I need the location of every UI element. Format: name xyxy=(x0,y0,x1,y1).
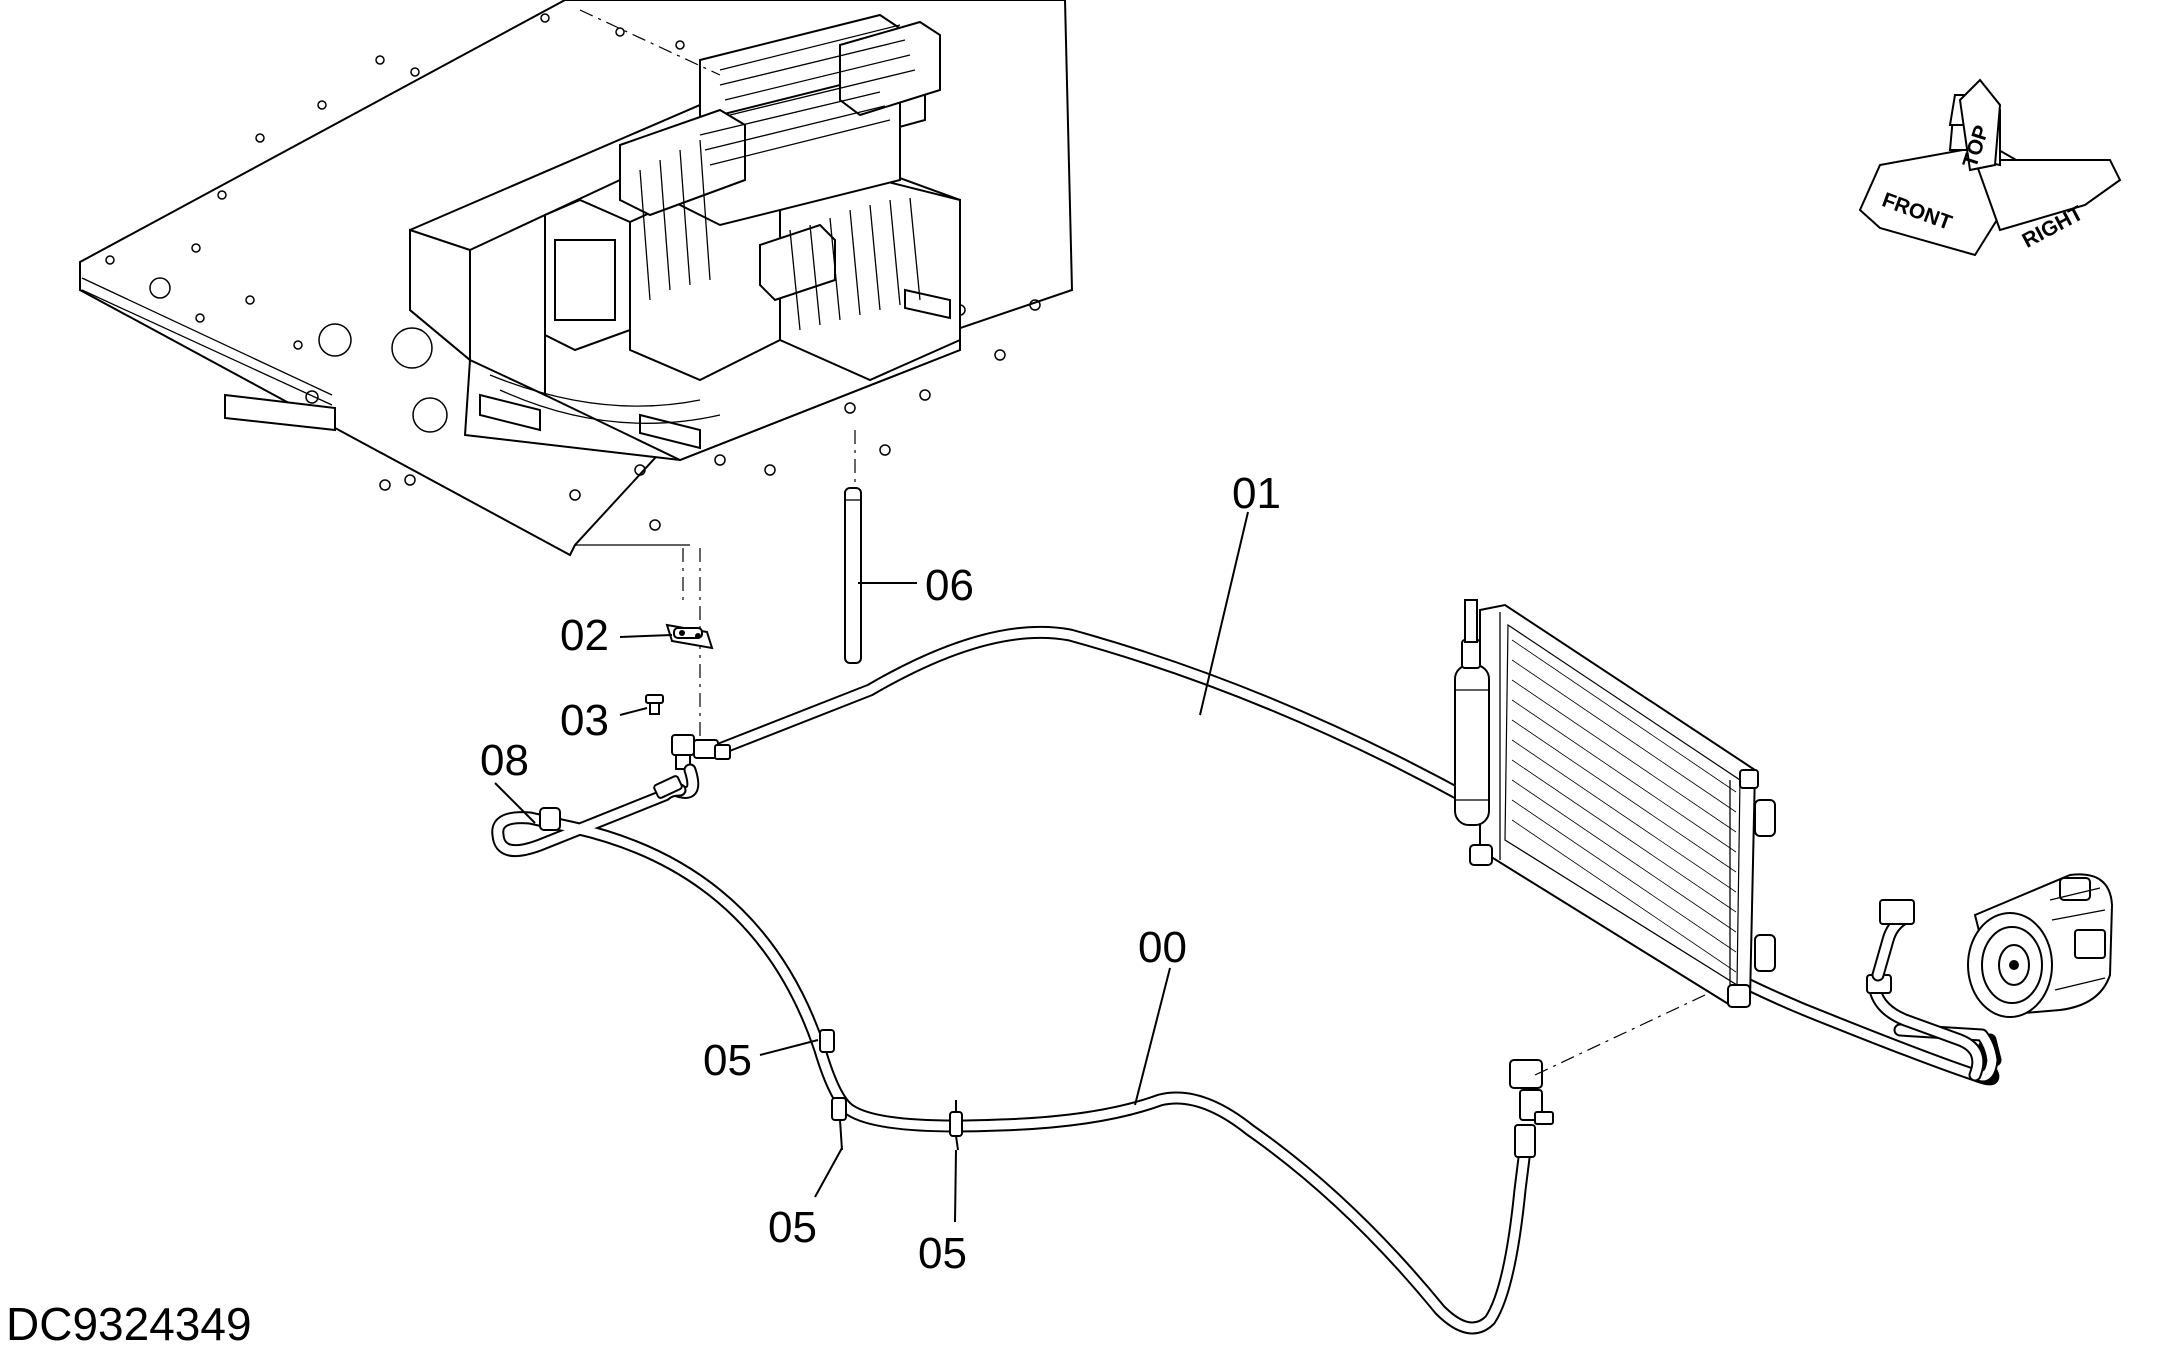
label-02: 02 xyxy=(560,611,609,660)
hose-00 xyxy=(491,783,1532,1335)
label-03: 03 xyxy=(560,696,609,745)
label-06: 06 xyxy=(925,561,974,610)
orientation-indicator: FRONT TOP RIGHT xyxy=(1858,78,2122,257)
drain-hose-06 xyxy=(844,487,862,664)
hvac-port-fitting xyxy=(668,734,731,799)
label-05-c: 05 xyxy=(918,1229,967,1278)
drawing-number: DC9324349 xyxy=(6,1298,252,1349)
label-01: 01 xyxy=(1232,469,1281,518)
hvac-unit xyxy=(409,9,961,462)
compressor xyxy=(1967,873,2114,1018)
hose-01-compressor-end xyxy=(1866,899,1985,1082)
label-00: 00 xyxy=(1138,923,1187,972)
condenser xyxy=(1454,599,1776,1008)
hose-01 xyxy=(705,625,2002,1086)
callout-leaders xyxy=(494,511,1249,1223)
label-05-b: 05 xyxy=(768,1203,817,1252)
label-05-a: 05 xyxy=(703,1036,752,1085)
clamps-05 xyxy=(819,1029,963,1151)
bolt-03 xyxy=(645,694,664,715)
clamp-02 xyxy=(665,623,714,650)
hose-00-fittings xyxy=(539,775,1554,1158)
label-08: 08 xyxy=(480,736,529,785)
condenser-leader xyxy=(1534,994,1706,1076)
